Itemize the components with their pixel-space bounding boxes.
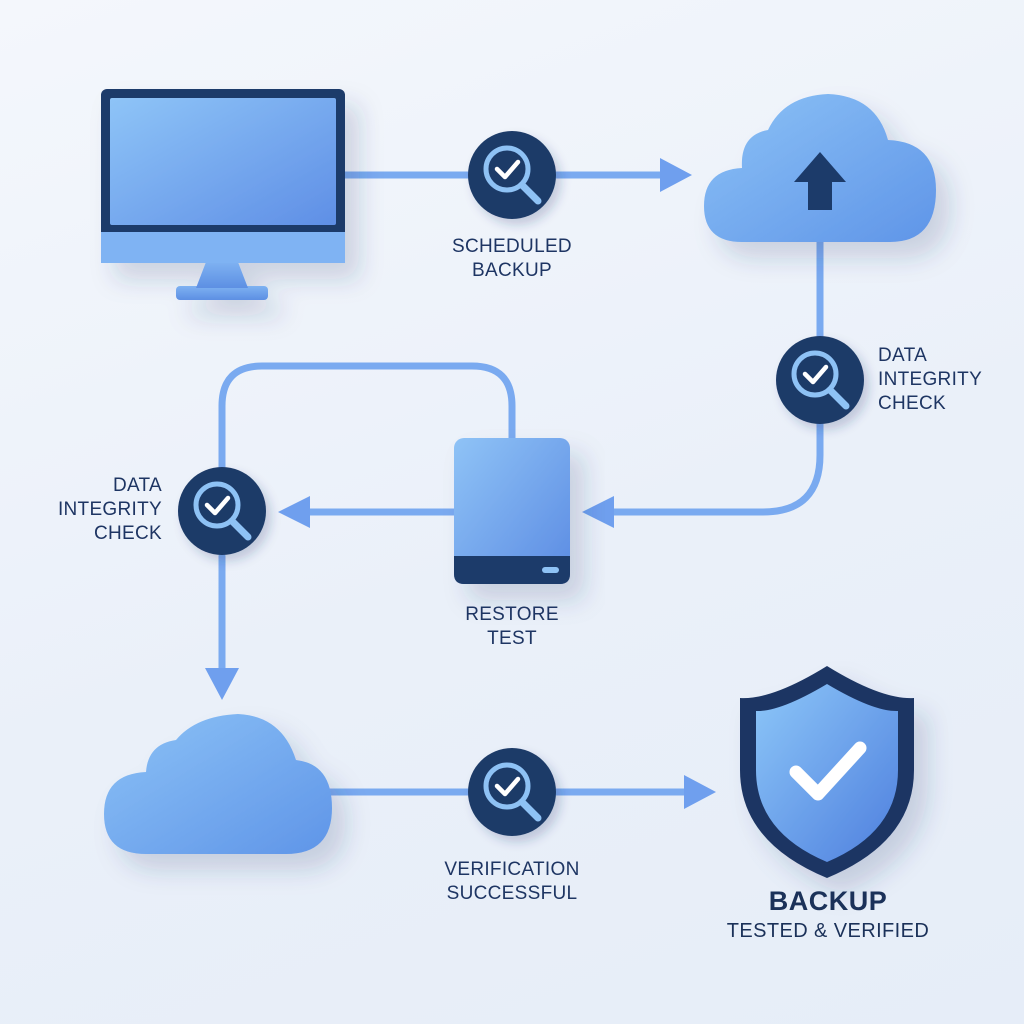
arrowhead-right-top — [660, 158, 692, 192]
upload-arrow-icon — [794, 152, 846, 210]
cloud-icon — [104, 714, 332, 854]
result-subtitle: TESTED & VERIFIED — [726, 920, 930, 942]
drive-indicator-light — [542, 567, 559, 573]
label-scheduled-backup: SCHEDULED BACKUP — [452, 236, 572, 281]
result-title: BACKUP — [768, 886, 888, 916]
label-verification-successful: VERIFICATION SUCCESSFUL — [444, 859, 580, 904]
arrowhead-down — [205, 668, 239, 700]
arrowhead-left-check — [278, 496, 310, 528]
shield-check-icon — [740, 666, 914, 878]
desktop-computer-icon — [101, 89, 345, 300]
external-drive-icon — [454, 438, 570, 584]
arrowhead-left-drive — [582, 496, 614, 528]
label-restore-test: RESTORE TEST — [465, 604, 559, 649]
shield-checkmark — [789, 741, 867, 801]
label-integrity-check-right: DATA INTEGRITY CHECK — [878, 345, 983, 414]
label-integrity-check-left: DATA INTEGRITY CHECK — [57, 475, 162, 544]
cloud-upload-icon — [704, 94, 936, 242]
magnifier-check-icon-scheduled — [468, 131, 556, 219]
magnifier-check-icon-verification — [468, 748, 556, 836]
connectors — [218, 171, 824, 796]
arrowheads — [205, 158, 716, 809]
connector-loop — [218, 362, 516, 471]
arrowhead-right-bottom — [684, 775, 716, 809]
magnifier-check-icon-integrity-right — [776, 336, 864, 424]
connector-check-to-drive — [608, 420, 824, 516]
magnifier-check-icon-integrity-left — [178, 467, 266, 555]
